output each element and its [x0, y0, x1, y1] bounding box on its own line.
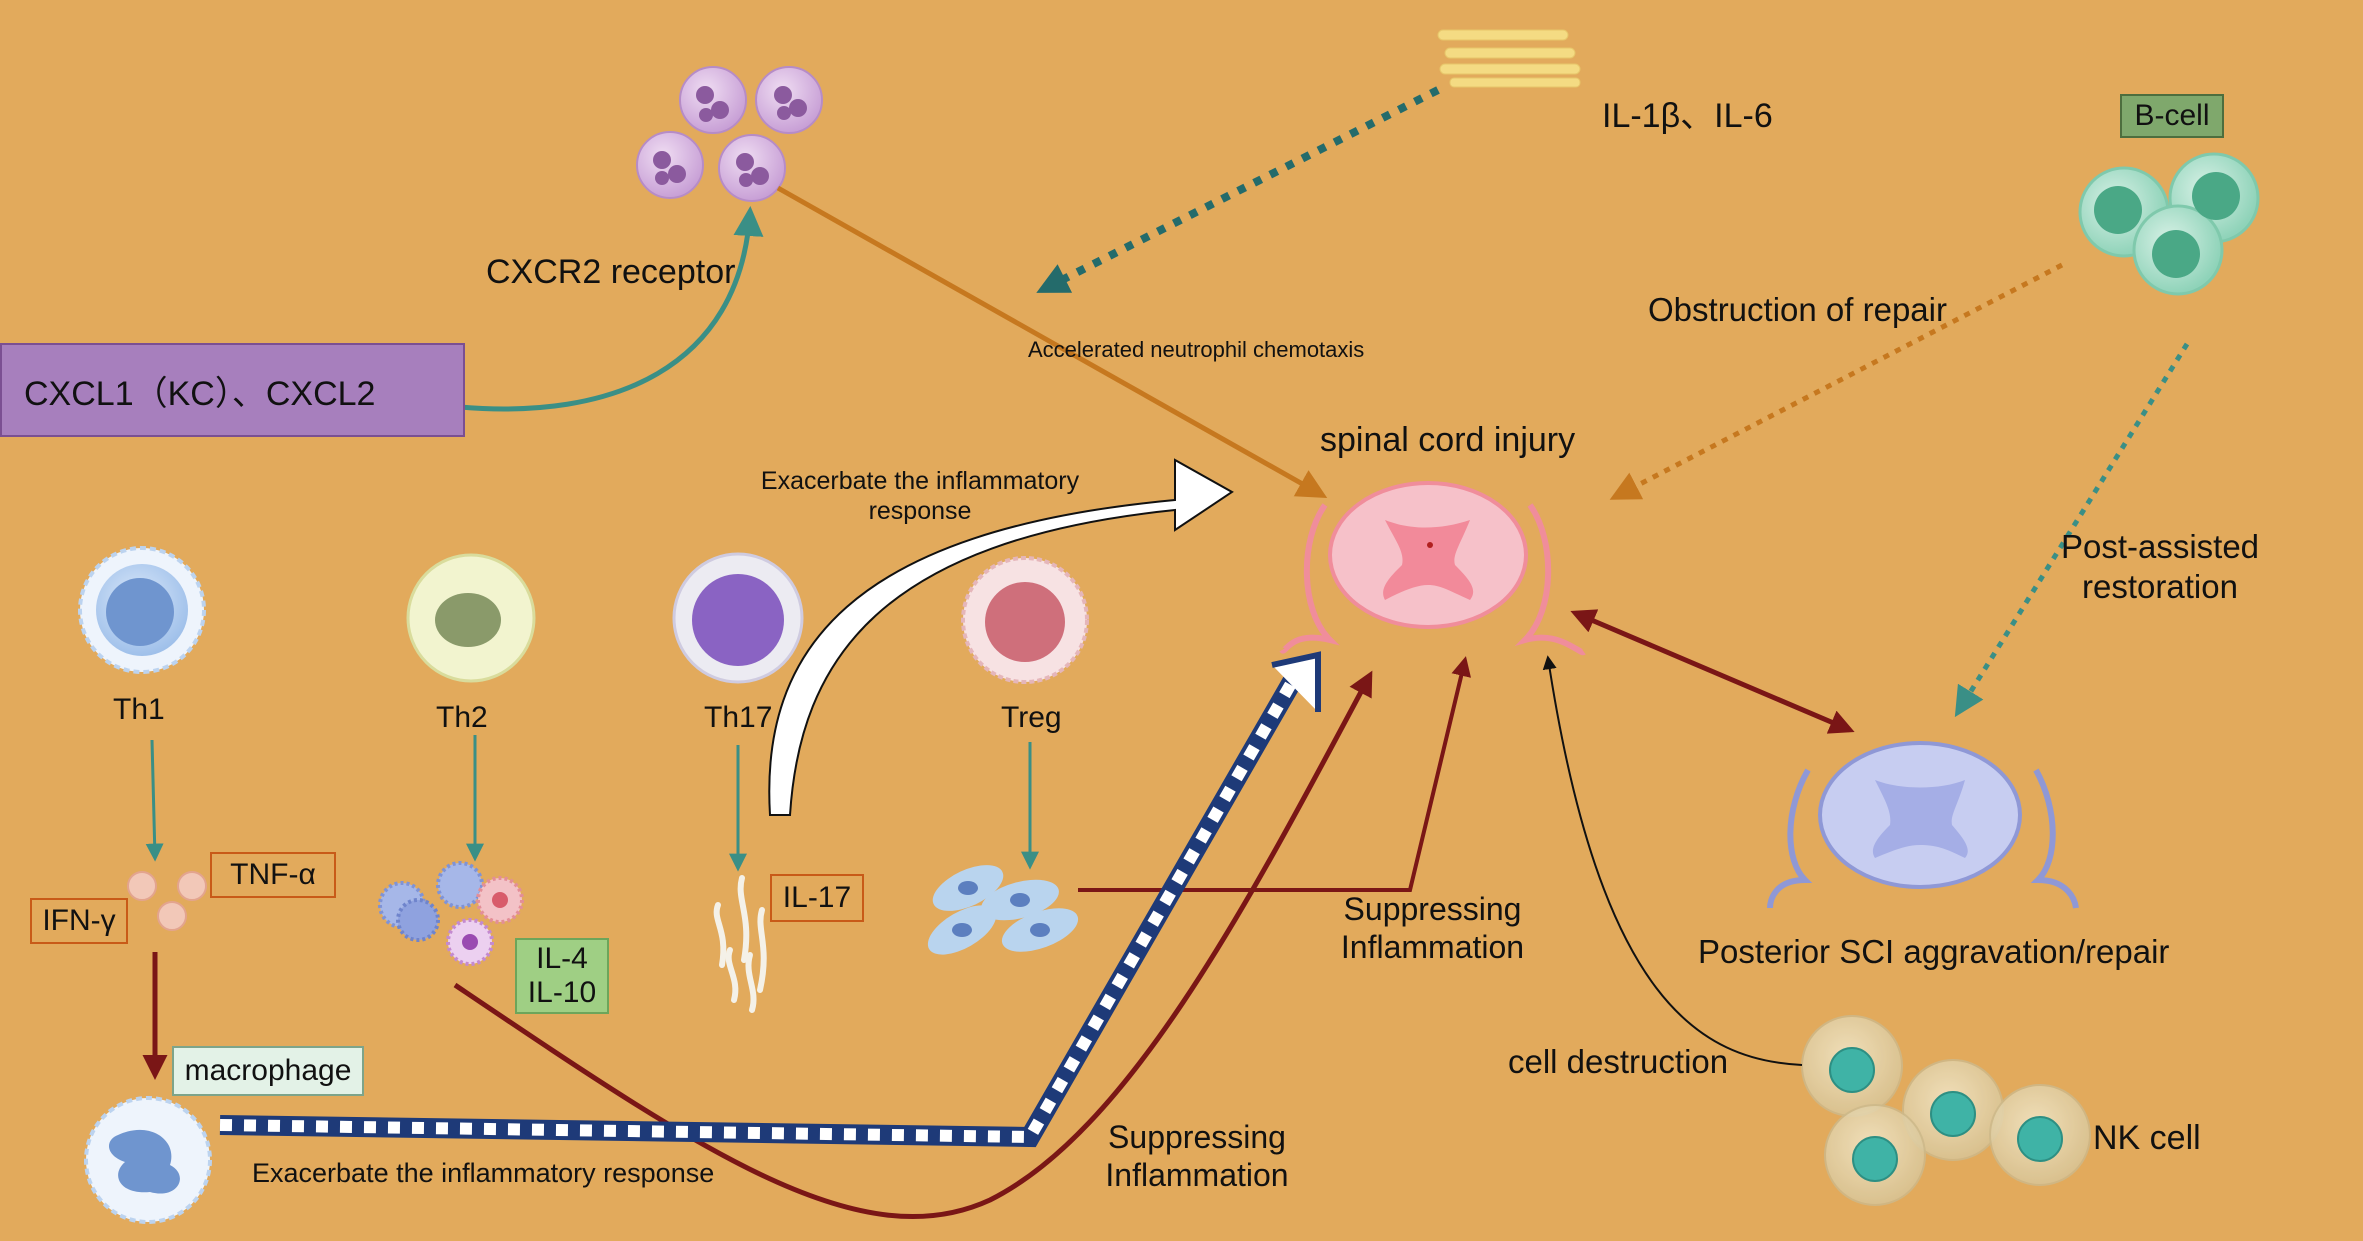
- il17-molecules: [713, 875, 767, 1013]
- th1-label: Th1: [113, 693, 165, 726]
- macrophage-exacerbate-dashed-arrow: [219, 651, 1321, 1148]
- spinal-cord-injury-illustration: [1279, 481, 1586, 656]
- ifn-gamma-label: IFN-γ: [30, 898, 128, 944]
- nk-cell-label: NK cell: [2093, 1119, 2201, 1157]
- posterior-spinal-cord-illustration: [1767, 741, 2079, 909]
- sci-posterior-double-arrow: [1570, 609, 1855, 734]
- il4-il10-box: IL-4 IL-10: [515, 938, 609, 1014]
- posterior-sci-label: Posterior SCI aggravation/repair: [1698, 933, 2170, 970]
- macrophage-cell: [84, 1096, 212, 1224]
- bcell-obstruction-arrow: [1609, 262, 2064, 500]
- th17-label: Th17: [704, 701, 773, 734]
- spinal-cord-injury-label: spinal cord injury: [1320, 421, 1576, 459]
- th1-cell: [78, 546, 206, 674]
- cell-destruction-label: cell destruction: [1508, 1043, 1729, 1080]
- nk-destruction-arrow: [1542, 655, 1803, 1066]
- tnf-alpha-label: TNF-α: [210, 852, 336, 898]
- th2-activated-cells: [378, 861, 524, 966]
- cxcr2-label: CXCR2 receptor: [486, 253, 736, 291]
- neutrophil-chemotaxis-label: Accelerated neutrophil chemotaxis: [1028, 337, 1365, 362]
- th2-label: Th2: [436, 701, 488, 734]
- neutrophil-cluster: [636, 66, 823, 202]
- neutrophil-to-sci-arrow: [776, 185, 1328, 498]
- cxcl-to-cxcr2-arrow: [459, 206, 764, 412]
- il1b-to-neutrophil-arrow: [1036, 86, 1440, 294]
- nk-cell-cluster: [1801, 1015, 2091, 1206]
- cxcl-chemokine-box: CXCL1（KC）、CXCL2: [0, 343, 465, 437]
- th2-cell: [406, 553, 536, 683]
- treg-label: Treg: [1001, 701, 1062, 734]
- il1b-il6-label: IL-1β、IL-6: [1602, 97, 1773, 135]
- il4-label: IL-4: [536, 941, 588, 975]
- exacerbate-top-label: Exacerbate the inflammatory response: [760, 467, 1080, 525]
- post-assisted-label: Post-assisted restoration: [2060, 528, 2260, 605]
- il17-label: IL-17: [770, 874, 864, 922]
- exacerbate-bottom-label: Exacerbate the inflammatory response: [252, 1158, 715, 1188]
- th17-exacerbate-big-arrow: [768, 458, 1234, 816]
- th1-down-arrow: [145, 739, 164, 862]
- treg-suppress-arrow: [1078, 656, 1472, 892]
- b-cell-label: B-cell: [2120, 94, 2224, 138]
- obstruction-label: Obstruction of repair: [1648, 291, 1947, 328]
- il10-label: IL-10: [527, 976, 597, 1009]
- suppressing-inflammation-label-1: Suppressing Inflammation: [1340, 891, 1525, 966]
- treg-suppressor-cells: [927, 865, 1079, 955]
- treg-cell: [961, 556, 1089, 684]
- cytokine-droplets: [127, 871, 207, 931]
- macrophage-label: macrophage: [172, 1046, 364, 1096]
- suppressing-inflammation-label-2: Suppressing Inflammation: [1105, 1119, 1289, 1194]
- th17-cell: [672, 552, 804, 684]
- b-cell-cluster: [2078, 152, 2260, 296]
- cytokine-pattern: [1437, 29, 1581, 88]
